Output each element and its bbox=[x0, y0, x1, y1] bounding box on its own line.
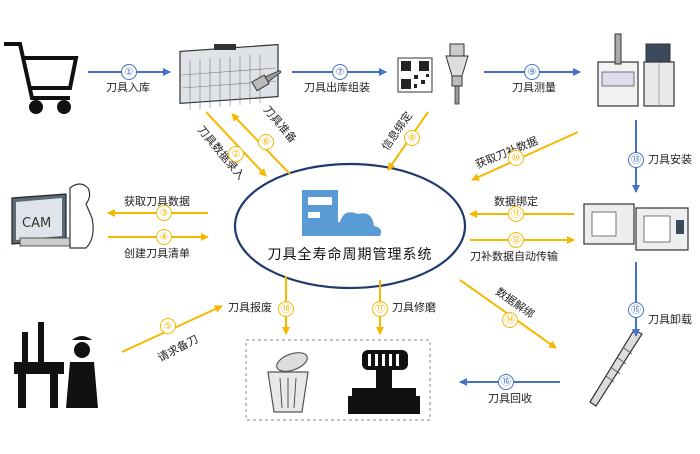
step-18-number: ⑱ bbox=[278, 301, 294, 317]
grinder-icon bbox=[348, 350, 420, 414]
step-7-label: 刀具出库组装 bbox=[304, 81, 370, 94]
step-2-number: ② bbox=[228, 146, 244, 162]
arrow-2 bbox=[205, 111, 267, 177]
cart-icon bbox=[4, 42, 79, 114]
step-11-label: 数据绑定 bbox=[494, 195, 538, 208]
step-15-label: 刀具卸载 bbox=[648, 313, 692, 326]
step-1-number: ① bbox=[121, 64, 137, 80]
cam-workstation-icon bbox=[11, 183, 94, 249]
presetter-icon bbox=[597, 33, 675, 107]
step-5-number: ⑤ bbox=[160, 318, 176, 334]
step-1-label: 刀具入库 bbox=[106, 81, 150, 94]
step-8-number: ⑧ bbox=[404, 130, 420, 146]
step-12-number: ⑫ bbox=[508, 232, 524, 248]
step-15-number: ⑮ bbox=[628, 302, 644, 318]
step-3-label: 获取刀具数据 bbox=[124, 195, 190, 208]
step-7-number: ⑦ bbox=[332, 64, 348, 80]
worker-machine-icon bbox=[14, 322, 98, 408]
step-13-label: 刀具安装 bbox=[648, 153, 692, 166]
cam-screen-label: CAM bbox=[22, 216, 51, 231]
step-9-label: 刀具测量 bbox=[512, 81, 556, 94]
step-9-number: ⑨ bbox=[524, 64, 540, 80]
cloud-database-icon bbox=[302, 190, 382, 236]
qr-code-icon bbox=[397, 57, 433, 93]
trash-bin-icon bbox=[267, 352, 309, 413]
step-17-label: 刀具修磨 bbox=[392, 301, 436, 314]
drill-bit-icon bbox=[589, 329, 643, 407]
step-13-number: ⑬ bbox=[628, 152, 644, 168]
step-16-label: 刀具回收 bbox=[488, 392, 532, 405]
step-11-number: ⑪ bbox=[508, 206, 524, 222]
step-10-number: ⑩ bbox=[508, 150, 524, 166]
tool-cabinet-icon bbox=[179, 43, 282, 110]
step-16-number: ⑯ bbox=[498, 374, 514, 390]
step-4-label: 创建刀具清单 bbox=[124, 247, 190, 260]
arrow-10 bbox=[471, 131, 579, 181]
scrap-regrind-box bbox=[245, 339, 431, 421]
tool-holder-icon bbox=[445, 43, 469, 105]
step-3-number: ③ bbox=[156, 205, 172, 221]
step-4-number: ④ bbox=[156, 229, 172, 245]
step-14-number: ⑭ bbox=[502, 312, 518, 328]
step-18-label: 刀具报废 bbox=[228, 301, 272, 314]
step-6-number: ⑥ bbox=[258, 134, 274, 150]
step-12-label: 刀补数据自动传输 bbox=[470, 250, 558, 263]
system-title: 刀具全寿命周期管理系统 bbox=[267, 247, 433, 263]
step-17-number: ⑰ bbox=[372, 301, 388, 317]
cnc-machine-icon bbox=[583, 203, 689, 251]
